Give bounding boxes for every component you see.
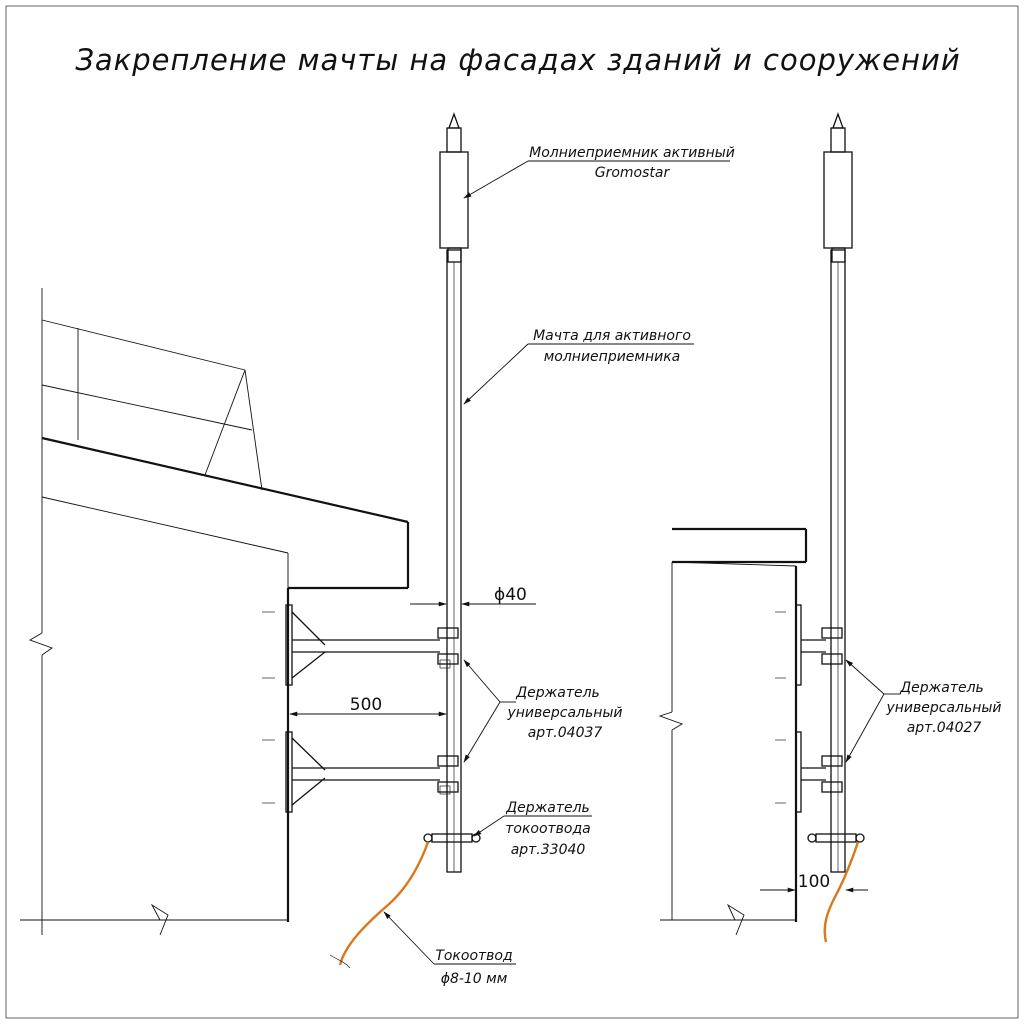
holder-left-label-3: арт.04037 (528, 725, 603, 741)
left-mast (423, 112, 481, 873)
callout-down-conductor: Токоотвод ϕ8-10 мм (383, 911, 516, 987)
diagram-title: Закрепление мачты на фасадах зданий и со… (75, 43, 960, 77)
diameter-dimension: ϕ40 (410, 585, 536, 607)
offset-dimension-500: 500 (289, 695, 447, 717)
right-mast (807, 112, 865, 873)
page-frame (5, 5, 1019, 1019)
right-building (658, 527, 826, 936)
callout-mast: Мачта для активного молниеприемника (463, 328, 694, 405)
callout-lightning-rod: Молниеприемник активный Gromostar (463, 145, 735, 199)
callout-universal-holder-left: Держатель универсальный арт.04037 (463, 659, 623, 763)
lightning-rod-label-1: Молниеприемник активный (529, 145, 735, 161)
conductor-holder-label-1: Держатель (505, 800, 590, 816)
down-conductor-label-1: Токоотвод (435, 948, 512, 964)
conductor-holder-label-3: арт.33040 (511, 842, 586, 858)
callout-universal-holder-right: Держатель универсальный арт.04027 (845, 659, 1002, 763)
offset-500-label: 500 (350, 695, 382, 715)
offset-dimension-100: 100 (760, 872, 868, 893)
holder-right-label-3: арт.04027 (907, 720, 982, 736)
mast-label-2: молниеприемника (544, 349, 681, 365)
holder-left-label-1: Держатель (515, 685, 600, 701)
diameter-label: ϕ40 (494, 585, 527, 605)
right-down-conductor (823, 841, 860, 943)
mast-label-1: Мачта для активного (533, 328, 691, 344)
lightning-rod-label-2: Gromostar (595, 165, 671, 181)
callout-conductor-holder: Держатель токоотвода арт.33040 (473, 800, 592, 858)
left-down-conductor (338, 841, 430, 966)
left-wall-brackets (285, 604, 440, 813)
down-conductor-label-2: ϕ8-10 мм (441, 971, 508, 987)
holder-right-label-2: универсальный (885, 700, 1001, 716)
holder-left-label-2: универсальный (506, 705, 622, 721)
right-lightning-rod-head (823, 151, 853, 249)
holder-right-label-1: Держатель (899, 680, 984, 696)
conductor-holder-label-2: токоотвода (505, 821, 591, 837)
offset-100-label: 100 (798, 872, 830, 892)
left-building (20, 288, 410, 936)
left-lightning-rod-head (439, 151, 469, 249)
